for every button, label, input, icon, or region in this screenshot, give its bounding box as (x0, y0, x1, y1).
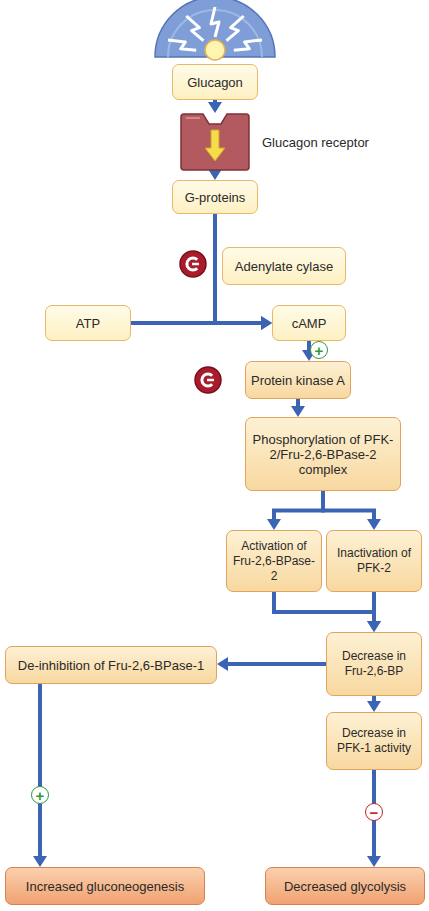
pancreas-islet-illustration (155, 0, 275, 60)
arrow-head (367, 621, 381, 632)
process-box: Decrease in PFK-1 activity (326, 712, 422, 770)
sign-text: + (315, 343, 324, 358)
node-text: De-inhibition of Fru-2,6-BPase-1 (18, 658, 204, 673)
arrow-head (267, 519, 281, 530)
flow-arrow (267, 491, 323, 530)
flow-arrow (208, 100, 222, 113)
process-box: G-proteins (172, 180, 258, 214)
receptor-outline (180, 113, 250, 171)
arrow-head (33, 856, 47, 867)
node-text: Protein kinase A (251, 373, 345, 388)
flow-arrow (217, 657, 326, 671)
flow-arrow (215, 214, 272, 330)
node-text: Glucagon (187, 75, 243, 90)
arrow-head (367, 701, 381, 712)
effect-sign: + (310, 341, 328, 359)
flow-line (215, 214, 263, 323)
hormone-box: Glucagon (172, 64, 258, 100)
flow-arrow (208, 169, 222, 180)
node-text: Inactivation of PFK-2 (330, 546, 418, 576)
arrow-head (217, 657, 228, 671)
outcome-box: Increased gluconeogenesis (5, 867, 205, 905)
flow-line (226, 662, 326, 666)
arrow-head (367, 519, 381, 530)
flow-line (372, 592, 376, 623)
messenger-box: cAMP (272, 305, 346, 341)
outcome-box: Decreased glycolysis (265, 867, 425, 905)
node-text: Activation of Fru-2,6-BPase-2 (230, 539, 318, 584)
process-box: Activation of Fru-2,6-BPase-2 (226, 530, 322, 592)
substrate-box: ATP (45, 305, 131, 341)
flow-line (323, 491, 374, 521)
node-text: Decrease in PFK-1 activity (330, 726, 418, 756)
flow-line (38, 684, 42, 858)
flow-line (131, 321, 263, 325)
arrow-head (367, 621, 381, 632)
enzyme-box: Protein kinase A (245, 361, 351, 399)
node-text: Decrease in Fru-2,6-BP (330, 649, 418, 679)
sign-text: − (370, 805, 379, 820)
flow-arrow (33, 684, 47, 867)
node-text: cAMP (292, 316, 327, 331)
node-text: Phosphorylation of PFK-2/Fru-2,6-BPase-2… (249, 432, 397, 477)
node-text: ATP (76, 316, 100, 331)
flow-arrow (274, 592, 381, 632)
sign-text: + (36, 788, 45, 803)
effect-sign: − (365, 803, 383, 821)
process-box: Decrease in Fru-2,6-BP (326, 632, 422, 696)
flow-arrow (323, 491, 381, 530)
flow-line (274, 592, 374, 623)
flow-line (274, 491, 323, 521)
enzyme-box: Adenylate cylase (222, 247, 346, 285)
arrow-head (208, 102, 222, 113)
flow-arrow (131, 316, 272, 330)
node-text: Decreased glycolysis (284, 879, 406, 894)
enzyme-symbol (195, 367, 221, 393)
flow-arrow (367, 696, 381, 712)
arrow-head (261, 316, 272, 330)
process-box: Phosphorylation of PFK-2/Fru-2,6-BPase-2… (245, 417, 401, 491)
arrow-head (208, 169, 222, 180)
node-text: Adenylate cylase (235, 259, 333, 274)
arrow-head (261, 316, 272, 330)
receptor-shape: Glucagon receptor (180, 113, 250, 171)
process-box: De-inhibition of Fru-2,6-BPase-1 (5, 646, 217, 684)
arrow-head (367, 856, 381, 867)
flow-arrow (291, 399, 305, 417)
enzyme-symbol (180, 251, 206, 277)
receptor-label: Glucagon receptor (262, 135, 369, 150)
node-text: G-proteins (185, 190, 246, 205)
effect-sign: + (31, 786, 49, 804)
node-text: Increased gluconeogenesis (26, 879, 184, 894)
arrow-head (291, 406, 305, 417)
process-box: Inactivation of PFK-2 (326, 530, 422, 592)
flow-arrow (367, 592, 381, 632)
